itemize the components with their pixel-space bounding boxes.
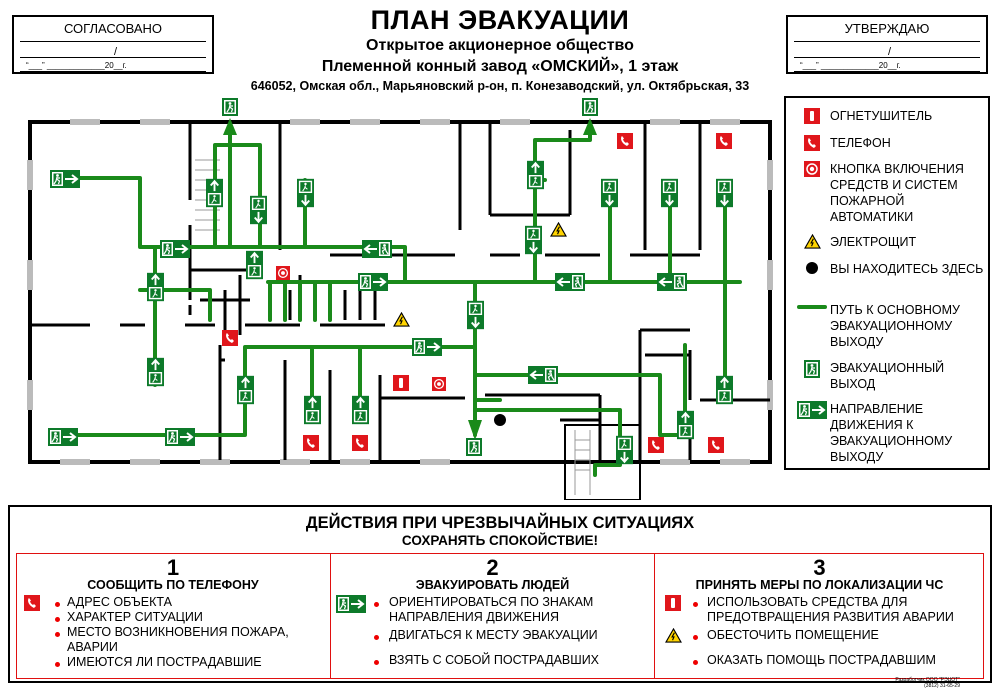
list-item: ИСПОЛЬЗОВАТЬ СРЕДСТВА ДЛЯ ПРЕДОТВРАЩЕНИЯ…	[707, 595, 954, 624]
stamp-date: “___” _____________20__г.	[26, 61, 127, 70]
list-item: ХАРАКТЕР СИТУАЦИИ	[67, 610, 203, 624]
column-heading: ПРИНЯТЬ МЕРЫ ПО ЛОКАЛИЗАЦИИ ЧС	[695, 578, 944, 592]
stamp-title: УТВЕРЖДАЮ	[844, 21, 930, 36]
stamp-date: “___” _____________20__г.	[800, 61, 901, 70]
you-are-here-icon	[806, 262, 818, 274]
electrical-panel-icon	[665, 628, 682, 643]
action-column-3: 3 ПРИНЯТЬ МЕРЫ ПО ЛОКАЛИЗАЦИИ ЧС ИСПОЛЬЗ…	[655, 553, 984, 679]
address: 646052, Омская обл., Марьяновский р-он, …	[250, 79, 750, 93]
stamp-title: СОГЛАСОВАНО	[63, 21, 163, 36]
emergency-actions	[8, 505, 992, 683]
floor-plan	[27, 98, 773, 500]
org-line-1: Открытое акционерное общество	[366, 37, 634, 54]
exit-direction-icon	[336, 595, 366, 613]
column-heading: ЭВАКУИРОВАТЬ ЛЮДЕЙ	[415, 578, 570, 592]
list-item: ДВИГАТЬСЯ К МЕСТУ ЭВАКУАЦИИ	[389, 628, 598, 642]
phone-icon	[24, 595, 40, 611]
action-column-2: 2 ЭВАКУИРОВАТЬ ЛЮДЕЙ ОРИЕНТИРОВАТЬСЯ ПО …	[331, 553, 654, 679]
interior-walls	[30, 122, 770, 460]
list-item: ИМЕЮТСЯ ЛИ ПОСТРАДАВШИЕ	[67, 655, 262, 669]
legend-item: ОГНЕТУШИТЕЛЬ	[794, 108, 984, 124]
developer-credit: Разработчик ООО "РЭЦОТ" (3812) 31-65-29	[895, 677, 960, 689]
you-are-here-marker	[494, 414, 506, 426]
list-item: МЕСТО ВОЗНИКНОВЕНИЯ ПОЖАРА, АВАРИИ	[67, 625, 289, 654]
path-arrows	[223, 118, 597, 440]
evacuation-path-icon	[797, 305, 827, 309]
evacuation-paths	[58, 131, 742, 477]
list-item: ВЗЯТЬ С СОБОЙ ПОСТРАДАВШИХ	[389, 653, 600, 667]
column-number: 1	[166, 555, 180, 580]
legend-item: ВЫ НАХОДИТЕСЬ ЗДЕСЬ	[794, 261, 984, 277]
phone-icon	[804, 135, 820, 151]
approve-stamp: УТВЕРЖДАЮ / “___” _____________20__г.	[786, 15, 988, 74]
legend-item: ЭЛЕКТРОЩИТ	[794, 234, 984, 250]
legend-item: НАПРАВЛЕНИЕ ДВИЖЕНИЯ К ЭВАКУАЦИОННОМУ ВЫ…	[794, 401, 984, 465]
list-item: ОБЕСТОЧИТЬ ПОМЕЩЕНИЕ	[707, 628, 879, 642]
actions-subtitle: СОХРАНЯТЬ СПОКОЙСТВИЕ!	[401, 533, 599, 548]
column-number: 3	[813, 555, 826, 580]
fire-extinguisher-icon	[665, 595, 681, 611]
fire-extinguisher-icon	[804, 108, 820, 124]
legend-item: ТЕЛЕФОН	[794, 135, 984, 151]
legend: ОГНЕТУШИТЕЛЬ ТЕЛЕФОН КНОПКА ВКЛЮЧЕНИЯ СР…	[784, 96, 990, 470]
column-number: 2	[486, 555, 499, 580]
list-item: ОКАЗАТЬ ПОМОЩЬ ПОСТРАДАВШИМ	[707, 653, 936, 667]
legend-item: КНОПКА ВКЛЮЧЕНИЯ СРЕДСТВ И СИСТЕМ ПОЖАРН…	[794, 161, 984, 225]
org-line-2: Племенной конный завод «ОМСКИЙ», 1 этаж	[321, 58, 679, 75]
exit-direction-icon	[797, 401, 827, 419]
list-item: АДРЕС ОБЪЕКТА	[67, 595, 172, 609]
page-title: ПЛАН ЭВАКУАЦИИ	[370, 5, 630, 35]
stamp-slash: /	[114, 46, 118, 58]
actions-grid	[16, 553, 984, 679]
legend-item: ПУТЬ К ОСНОВНОМУ ЭВАКУАЦИОННОМУ ВЫХОДУ	[794, 302, 984, 350]
legend-item: ЭВАКУАЦИОННЫЙ ВЫХОД	[794, 360, 984, 392]
list-item: ОРИЕНТИРОВАТЬСЯ ПО ЗНАКАМ НАПРАВЛЕНИЯ ДВ…	[389, 595, 594, 624]
action-column-1: 1 СООБЩИТЬ ПО ТЕЛЕФОНУ АДРЕС ОБЪЕКТА ХАР…	[16, 553, 330, 679]
column-heading: СООБЩИТЬ ПО ТЕЛЕФОНУ	[87, 578, 259, 592]
electrical-panel-icon	[803, 234, 821, 249]
stamp-slash: /	[888, 46, 892, 58]
approval-stamp: СОГЛАСОВАНО / “___” _____________20__г.	[12, 15, 214, 74]
windows	[27, 119, 773, 465]
exit-sign-icon	[804, 360, 820, 378]
fire-alarm-button-icon	[804, 161, 820, 177]
actions-title: ДЕЙСТВИЯ ПРИ ЧРЕЗВЫЧАЙНЫХ СИТУАЦИЯХ	[305, 514, 695, 532]
